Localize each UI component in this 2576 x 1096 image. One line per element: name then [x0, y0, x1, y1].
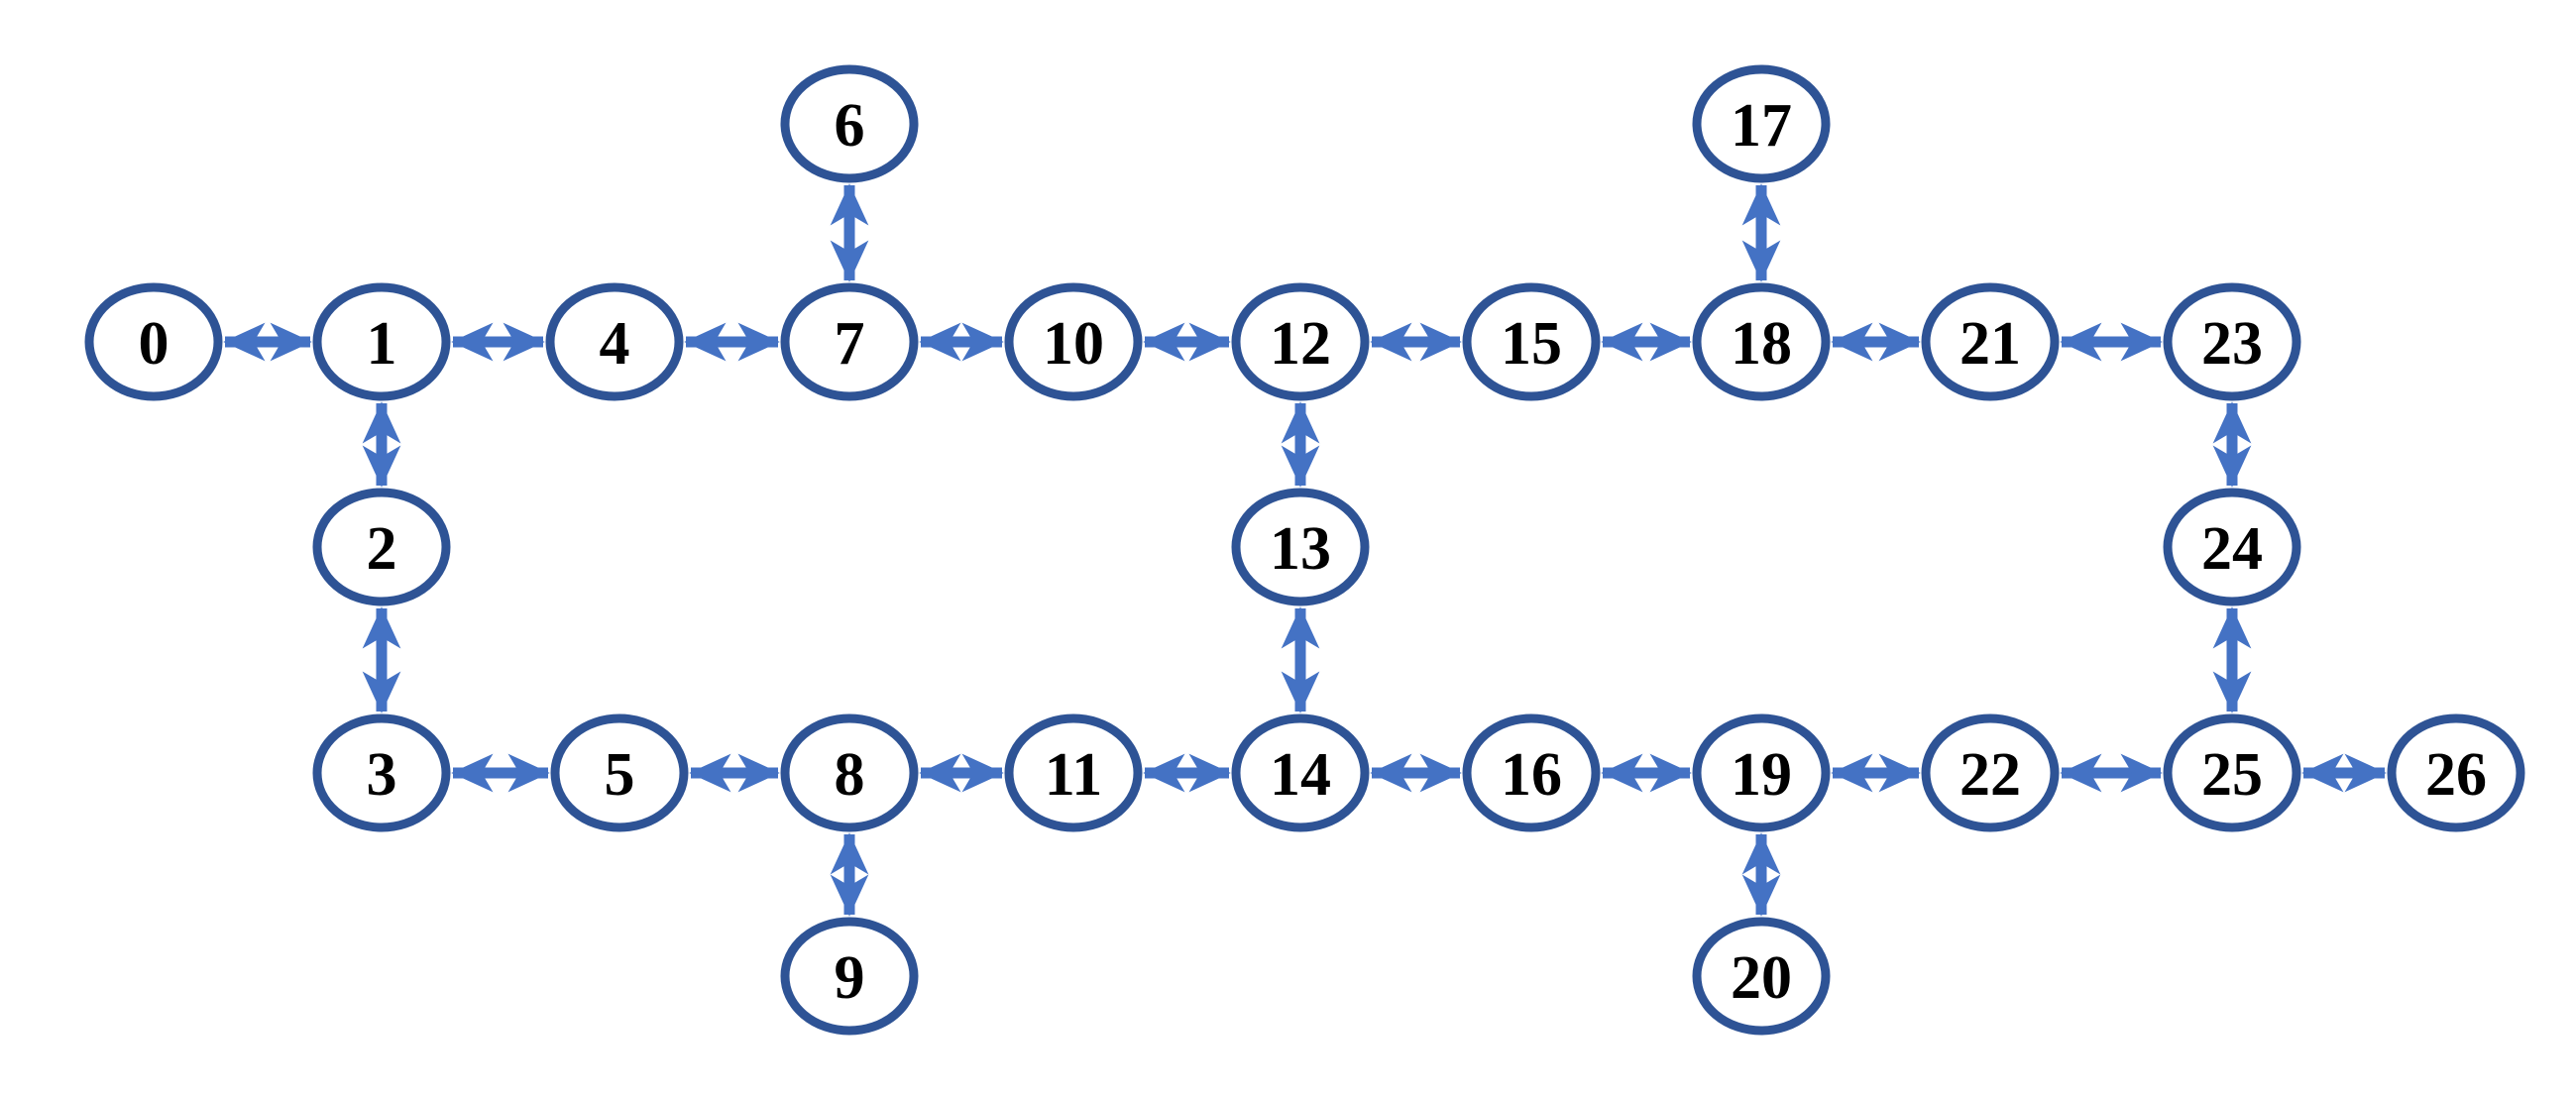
node-label-15: 15: [1501, 310, 1562, 378]
node-circle-17[interactable]: [1692, 64, 1831, 183]
node-circle-4[interactable]: [545, 282, 684, 401]
node-label-19: 19: [1731, 741, 1792, 809]
node-label-10: 10: [1043, 310, 1104, 378]
node-17[interactable]: 17: [1692, 64, 1831, 183]
node-circle-8[interactable]: [780, 713, 919, 832]
node-circle-0[interactable]: [84, 282, 223, 401]
node-circle-2[interactable]: [312, 488, 451, 606]
node-label-14: 14: [1270, 741, 1331, 809]
node-24[interactable]: 24: [2163, 488, 2301, 606]
node-label-24: 24: [2201, 515, 2263, 583]
node-label-8: 8: [835, 741, 865, 809]
node-label-25: 25: [2201, 741, 2263, 809]
node-10[interactable]: 10: [1004, 282, 1143, 401]
node-21[interactable]: 21: [1921, 282, 2060, 401]
node-20[interactable]: 20: [1692, 917, 1831, 1036]
node-2[interactable]: 2: [312, 488, 451, 606]
node-circle-12[interactable]: [1231, 282, 1370, 401]
node-label-4: 4: [600, 310, 630, 378]
node-label-13: 13: [1270, 515, 1331, 583]
node-circle-15[interactable]: [1462, 282, 1601, 401]
node-label-20: 20: [1731, 944, 1792, 1012]
node-25[interactable]: 25: [2163, 713, 2301, 832]
node-circle-20[interactable]: [1692, 917, 1831, 1036]
node-9[interactable]: 9: [780, 917, 919, 1036]
node-circle-13[interactable]: [1231, 488, 1370, 606]
node-0[interactable]: 0: [84, 282, 223, 401]
node-5[interactable]: 5: [550, 713, 689, 832]
node-6[interactable]: 6: [780, 64, 919, 183]
node-15[interactable]: 15: [1462, 282, 1601, 401]
node-label-26: 26: [2425, 741, 2487, 809]
node-label-1: 1: [367, 310, 397, 378]
node-22[interactable]: 22: [1921, 713, 2060, 832]
node-label-11: 11: [1045, 741, 1103, 809]
node-circle-5[interactable]: [550, 713, 689, 832]
node-label-23: 23: [2201, 310, 2263, 378]
node-circle-11[interactable]: [1004, 713, 1143, 832]
node-11[interactable]: 11: [1004, 713, 1143, 832]
node-circle-9[interactable]: [780, 917, 919, 1036]
node-circle-10[interactable]: [1004, 282, 1143, 401]
node-circle-26[interactable]: [2387, 713, 2525, 832]
node-circle-3[interactable]: [312, 713, 451, 832]
node-16[interactable]: 16: [1462, 713, 1601, 832]
node-label-2: 2: [367, 515, 397, 583]
edge-layer: [223, 183, 2387, 917]
node-23[interactable]: 23: [2163, 282, 2301, 401]
node-label-6: 6: [835, 92, 865, 160]
node-label-18: 18: [1731, 310, 1792, 378]
node-14[interactable]: 14: [1231, 713, 1370, 832]
node-circle-16[interactable]: [1462, 713, 1601, 832]
node-label-7: 7: [835, 310, 865, 378]
node-label-9: 9: [835, 944, 865, 1012]
node-8[interactable]: 8: [780, 713, 919, 832]
node-4[interactable]: 4: [545, 282, 684, 401]
node-7[interactable]: 7: [780, 282, 919, 401]
node-19[interactable]: 19: [1692, 713, 1831, 832]
node-1[interactable]: 1: [312, 282, 451, 401]
node-circle-18[interactable]: [1692, 282, 1831, 401]
node-3[interactable]: 3: [312, 713, 451, 832]
node-circle-21[interactable]: [1921, 282, 2060, 401]
node-circle-14[interactable]: [1231, 713, 1370, 832]
node-circle-23[interactable]: [2163, 282, 2301, 401]
node-label-21: 21: [1960, 310, 2021, 378]
node-circle-25[interactable]: [2163, 713, 2301, 832]
node-label-16: 16: [1501, 741, 1562, 809]
node-circle-6[interactable]: [780, 64, 919, 183]
node-18[interactable]: 18: [1692, 282, 1831, 401]
node-circle-1[interactable]: [312, 282, 451, 401]
node-label-22: 22: [1960, 741, 2021, 809]
node-circle-22[interactable]: [1921, 713, 2060, 832]
node-13[interactable]: 13: [1231, 488, 1370, 606]
node-label-12: 12: [1270, 310, 1331, 378]
node-circle-19[interactable]: [1692, 713, 1831, 832]
node-label-17: 17: [1731, 92, 1792, 160]
node-label-5: 5: [605, 741, 635, 809]
node-12[interactable]: 12: [1231, 282, 1370, 401]
node-circle-24[interactable]: [2163, 488, 2301, 606]
node-label-3: 3: [367, 741, 397, 809]
node-26[interactable]: 26: [2387, 713, 2525, 832]
node-circle-7[interactable]: [780, 282, 919, 401]
node-label-0: 0: [139, 310, 169, 378]
